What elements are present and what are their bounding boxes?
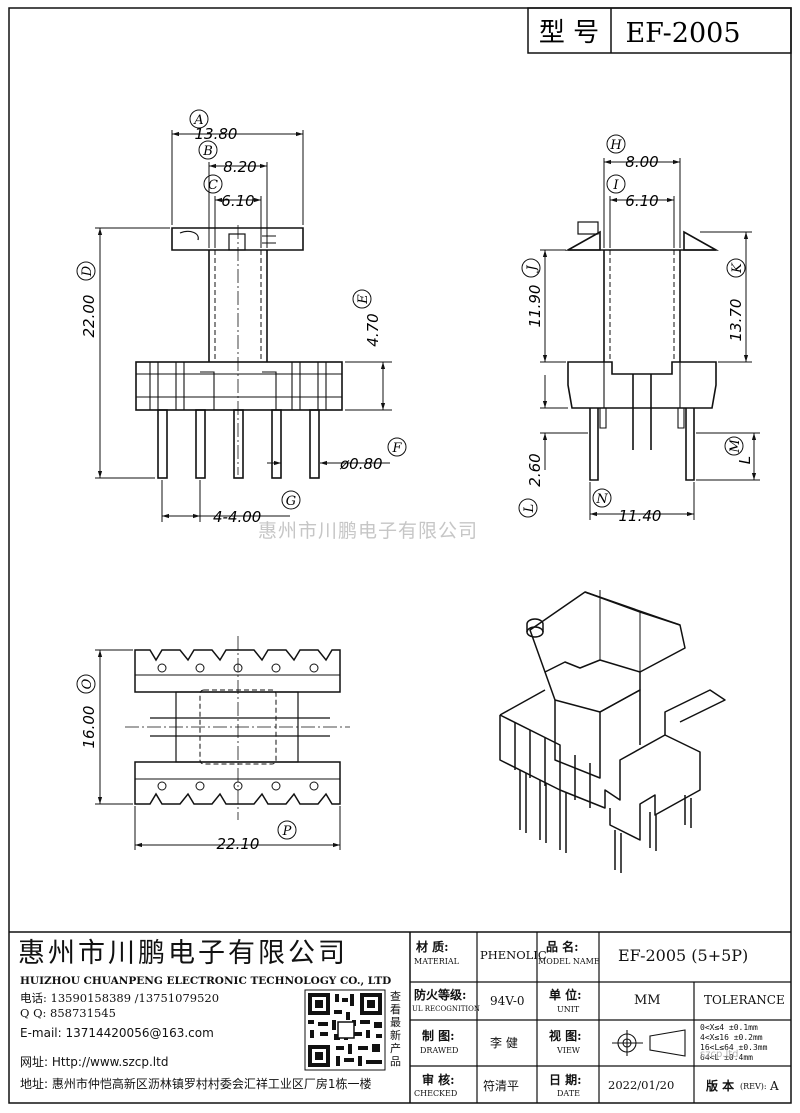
tolerance-row-2: 4<X≤16 ±0.2mm — [700, 1033, 763, 1042]
dim-H-letter: H — [609, 138, 622, 153]
dim-H-value: 8.00 — [625, 153, 658, 171]
dim-L-letter: L — [522, 504, 537, 514]
dim-D-letter: D — [80, 265, 95, 277]
rev-label: 版 本 — [706, 1079, 735, 1093]
checked-label-en: CHECKED — [414, 1089, 458, 1098]
date-label-cn: 日 期: — [549, 1073, 582, 1087]
dim-F-letter: F — [391, 441, 402, 456]
view-projection-icon — [612, 1029, 686, 1057]
dim-I-letter: I — [612, 178, 619, 193]
qr-caption: 查看最新产品 — [390, 990, 401, 1068]
titleblock-grid — [9, 931, 791, 1103]
company-phone: 电话: 13590158389 /13751079520 — [20, 991, 220, 1005]
date-label-en: DATE — [557, 1089, 580, 1098]
company-name-cn: 惠州市川鹏电子有限公司 — [18, 938, 348, 969]
dim-O-value: 16.00 — [80, 706, 98, 749]
dim-F-value: ø0.80 — [339, 455, 383, 473]
ul-value: 94V-0 — [490, 994, 525, 1008]
rev-label-en: (REV): — [740, 1082, 767, 1091]
drawn-label-cn: 制 图: — [422, 1029, 455, 1043]
dim-A-value: 13.80 — [195, 125, 238, 143]
part-label-cn: 品 名: — [546, 940, 579, 954]
dim-K-value: 13.70 — [727, 299, 745, 342]
dim-E-letter: E — [356, 294, 371, 305]
dim-P-letter: P — [282, 824, 292, 839]
dim-J-letter: J — [525, 265, 540, 274]
view-label-cn: 视 图: — [549, 1029, 582, 1043]
date-value: 2022/01/20 — [608, 1078, 675, 1092]
unit-label-en: UNIT — [557, 1005, 580, 1014]
material-label-en: MATERIAL — [414, 957, 459, 966]
part-label-en: MODEL NAME — [538, 957, 600, 966]
tolerance-label: TOLERANCE — [704, 993, 785, 1007]
model-label: 型 号 — [539, 18, 599, 48]
dim-P-value: 22.10 — [217, 835, 260, 853]
dim-M-letter: M — [728, 439, 743, 454]
tolerance-row-3: 16<L≤64 ±0.3mm — [700, 1043, 768, 1052]
dim-B-letter: B — [202, 144, 213, 159]
dim-B-value: 8.20 — [223, 158, 256, 176]
bottom-view — [125, 636, 350, 820]
part-value: EF-2005 (5+5P) — [618, 946, 749, 965]
qr-code — [304, 989, 386, 1071]
dim-A-letter: A — [193, 113, 203, 128]
sheet-border — [8, 7, 792, 1104]
tolerance-row-1: 0<X≤4 ±0.1mm — [700, 1023, 758, 1032]
drawn-value: 李 健 — [490, 1036, 518, 1050]
dim-N-letter: N — [595, 492, 608, 507]
dim-C-value: 6.10 — [221, 192, 254, 210]
company-address: 地址: 惠州市仲恺高新区沥林镇罗村村委会汇祥工业区厂房1栋一楼 — [20, 1077, 372, 1091]
material-value: PHENOLIC — [480, 948, 547, 962]
isometric-view — [499, 590, 726, 873]
bottom-dimensions — [95, 649, 341, 850]
dim-C-letter: C — [208, 178, 218, 193]
tolerance-row-4: 64<L ±0.4mm — [700, 1053, 753, 1062]
company-email: E-mail: 13714420056@163.com — [20, 1026, 214, 1040]
dim-N-value: 11.40 — [619, 507, 662, 525]
watermark: 惠州市川鹏电子有限公司 — [258, 520, 479, 542]
dim-G-letter: G — [286, 494, 296, 509]
rev-value: A — [770, 1079, 779, 1093]
ul-label-en: UL RECOGNITION — [412, 1005, 481, 1013]
side-dimensions — [540, 158, 760, 520]
unit-value: MM — [634, 993, 661, 1008]
dim-O-letter: O — [80, 678, 95, 689]
ul-label-cn: 防火等级: — [414, 988, 467, 1002]
dim-J-value: 11.90 — [526, 285, 544, 328]
model-value: EF-2005 — [625, 18, 740, 49]
dim-E-value: 4.70 — [364, 313, 382, 346]
dim-G-value: 4-4.00 — [213, 508, 261, 526]
dim-I-value: 6.10 — [625, 192, 658, 210]
drawn-label-en: DRAWED — [420, 1046, 459, 1055]
dim-M-value: L — [736, 456, 754, 464]
material-label-cn: 材 质: — [416, 940, 449, 954]
unit-label-cn: 单 位: — [549, 988, 582, 1002]
dim-L-value: 2.60 — [526, 453, 544, 486]
company-name-en: HUIZHOU CHUANPENG ELECTRONIC TECHNOLOGY … — [20, 975, 392, 987]
model-header: 型 号 EF-2005 — [527, 7, 792, 54]
company-website: 网址: Http://www.szcp.ltd — [20, 1055, 169, 1069]
checked-label-cn: 审 核: — [422, 1073, 455, 1087]
checked-value: 符清平 — [483, 1079, 520, 1093]
front-view — [135, 225, 343, 479]
side-view — [564, 221, 720, 481]
company-qq: Q Q: 858731545 — [20, 1006, 116, 1020]
view-label-en: VIEW — [557, 1046, 580, 1055]
dim-D-value: 22.00 — [80, 295, 98, 338]
scan-watermark: szcp.ltd — [700, 1049, 739, 1060]
front-dimensions — [95, 130, 392, 522]
dim-K-letter: K — [730, 262, 745, 274]
